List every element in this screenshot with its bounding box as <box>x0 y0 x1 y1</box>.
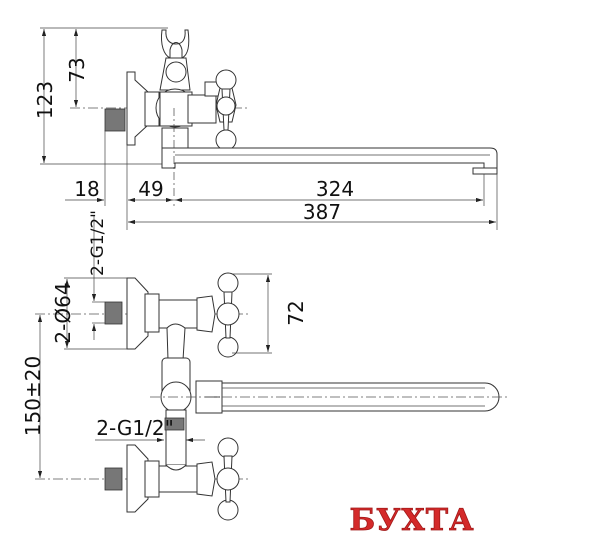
dim-label-150: 150±20 <box>21 356 45 436</box>
cross-handle-lower <box>216 437 240 521</box>
cross-handle <box>215 69 237 151</box>
thread-middle <box>164 417 185 431</box>
dim-label-flange-diameter: 2-Ø64 <box>51 282 75 343</box>
dim-label-72: 72 <box>284 300 308 325</box>
dim-label-387: 387 <box>303 200 341 224</box>
shower-holder <box>161 29 190 59</box>
dim-label-g12-lower: 2-G1/2" <box>96 416 174 440</box>
dim-label-18: 18 <box>74 177 99 201</box>
side-view: 123 73 18 49 324 387 <box>33 27 498 230</box>
dim-label-324: 324 <box>316 177 354 201</box>
dim-label-g12-upper: 2-G1/2" <box>88 210 108 276</box>
thread <box>104 108 126 132</box>
front-view: 2-G1/2" 2-Ø64 72 150±20 2-G1/2" <box>21 210 507 521</box>
spout-front <box>221 382 500 412</box>
cross-handle-upper <box>216 272 240 358</box>
dim-label-73: 73 <box>65 57 89 82</box>
dim-label-123: 123 <box>33 81 57 119</box>
watermark-logo: БУХТА <box>349 503 474 538</box>
spout <box>161 147 498 171</box>
dim-label-49: 49 <box>138 177 163 201</box>
